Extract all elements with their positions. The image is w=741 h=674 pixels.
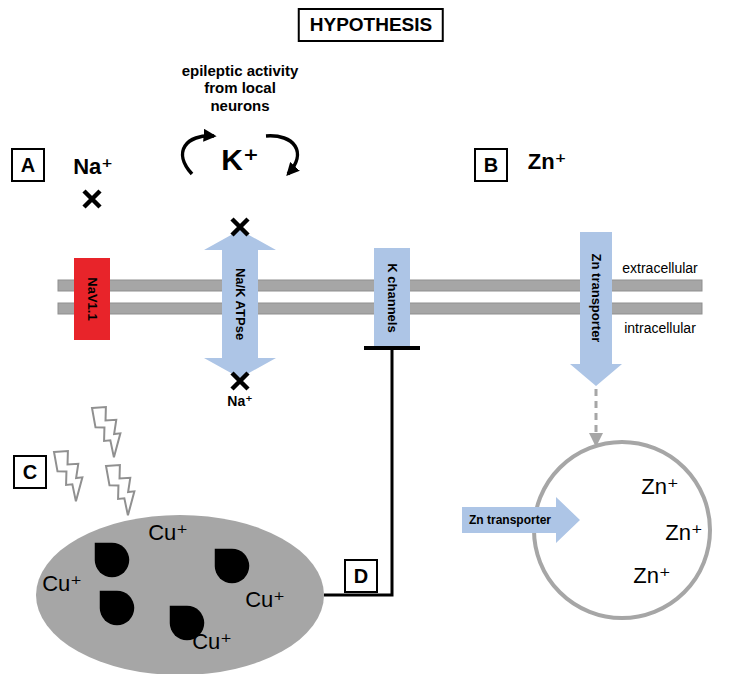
callout-box: B — [474, 148, 508, 182]
organelle-drop — [100, 591, 135, 626]
node-text: C — [23, 462, 37, 482]
side-label: intracellular — [624, 320, 696, 336]
channel-shape — [74, 258, 110, 340]
ion-label: Na⁺ — [73, 154, 113, 179]
ellipse-shape — [36, 515, 324, 674]
transporter-arrow: Zn transporter — [462, 497, 580, 543]
copper-pool: Cu⁺ Cu⁺ Cu⁺ Cu⁺ — [36, 515, 324, 674]
callout-box: C — [13, 455, 47, 489]
ion-label: Zn⁺ — [528, 149, 567, 174]
node-text: A — [21, 155, 35, 175]
node-text: Zn⁺ — [641, 476, 678, 498]
block-mark — [232, 373, 248, 389]
ion-label: K⁺ — [221, 143, 259, 178]
node-text: Zn⁺ — [633, 565, 670, 587]
callout-box: A — [11, 148, 45, 182]
annotation: epileptic activity from local neurons — [176, 62, 304, 114]
lightning-bolt — [49, 445, 92, 503]
arrow-shape — [462, 497, 580, 543]
title-box: HYPOTHESIS — [298, 8, 444, 42]
dashed-arrow — [595, 389, 598, 446]
vesicle-outline — [534, 442, 710, 618]
callout-box: D — [344, 559, 378, 593]
potassium-channel: K channels — [374, 248, 410, 348]
organelle-drop — [170, 606, 205, 641]
node-text: Cu⁺ — [245, 589, 285, 611]
node-text: D — [354, 566, 368, 586]
callout-frame — [12, 149, 44, 181]
lightning-bolt — [101, 459, 144, 517]
callout-frame — [345, 560, 377, 592]
node-text: B — [484, 155, 498, 175]
block-mark — [232, 219, 248, 235]
node-text: NaV1.1 — [86, 277, 99, 320]
sodium-channel: NaV1.1 — [74, 258, 110, 340]
callout-frame — [475, 149, 507, 181]
cycle-arrow — [266, 136, 297, 174]
pump-arrow: Na/K ATPse — [204, 230, 276, 378]
lightning-bolt — [87, 401, 130, 459]
organelle-drop — [215, 549, 250, 584]
node-text: Zn⁺ — [665, 522, 702, 544]
organelle-drop — [95, 543, 130, 578]
node-text: Zn transporter — [590, 254, 603, 343]
node-text: Zn transporter — [469, 514, 551, 526]
node-text: K channels — [386, 263, 399, 332]
channel-shape — [374, 248, 410, 348]
node-text: Cu⁺ — [42, 573, 82, 595]
callout-frame — [14, 456, 46, 488]
node-text: Cu⁺ — [148, 522, 188, 544]
node-text: Na/K ATPse — [234, 268, 247, 340]
inhibition-line — [324, 348, 392, 595]
side-label: extracellular — [622, 260, 697, 276]
transporter-arrow: Zn transporter — [570, 232, 622, 386]
double-arrow-shape — [204, 230, 276, 378]
cycle-arrow — [183, 136, 214, 174]
node-text: Cu⁺ — [192, 631, 232, 653]
block-mark — [84, 191, 100, 207]
ion-label: Na⁺ — [227, 393, 252, 409]
arrow-shape — [570, 232, 622, 386]
